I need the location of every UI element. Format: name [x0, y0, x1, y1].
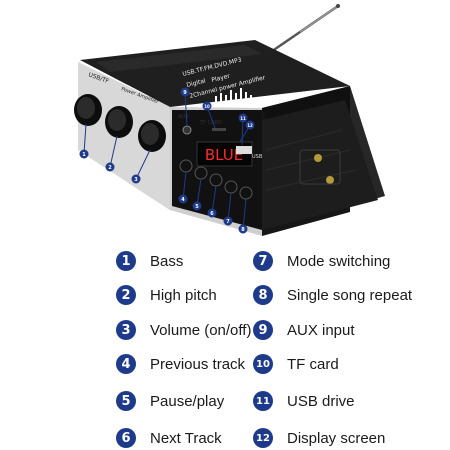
aux-label: AUX — [178, 114, 189, 120]
svg-text:7: 7 — [226, 219, 230, 225]
callout-4: 4 — [178, 194, 188, 204]
usb-port[interactable] — [236, 146, 252, 154]
legend-label: Bass — [150, 252, 184, 270]
svg-text:6: 6 — [210, 211, 214, 217]
callout-1: 1 — [79, 149, 89, 159]
callout-9: 9 — [180, 87, 190, 97]
callout-5: 5 — [192, 201, 202, 211]
tf-label: TF CARD — [199, 120, 222, 126]
callout-6: 6 — [207, 208, 217, 218]
legend-label: High pitch — [150, 286, 217, 304]
eq-pattern — [215, 88, 252, 106]
pause-play-button[interactable] — [194, 166, 208, 180]
legend-item-usb-drive: 11 USB drive — [253, 390, 355, 412]
number-badge: 6 — [116, 428, 136, 448]
callout-11: 11 — [238, 113, 248, 123]
amplifier-illustration: BLUE AUX TF CARD USB USB.TF.FM.DVD.MP3 D… — [74, 4, 385, 236]
callout-10: 10 — [202, 101, 212, 111]
legend-label: Single song repeat — [287, 286, 413, 304]
legend-item-high-pitch: 2 High pitch — [116, 284, 217, 306]
treble-knob[interactable] — [105, 106, 133, 138]
callout-7: 7 — [223, 216, 233, 226]
speaker-terminal — [314, 154, 322, 162]
legend-item-single-song-repeat: 8 Single song repeat — [253, 284, 412, 306]
legend-item-volume: 3 Volume (on/off) — [116, 319, 251, 341]
legend-item-aux-input: 9 AUX input — [253, 319, 355, 341]
legend-item-pause-play: 5 Pause/play — [116, 390, 224, 412]
top-panel-text-2: Digital — [186, 77, 207, 89]
legend-label: Volume (on/off) — [150, 321, 252, 339]
legend-label: USB drive — [287, 392, 355, 410]
number-badge: 3 — [116, 320, 136, 340]
svg-text:11: 11 — [240, 116, 246, 121]
legend-item-mode-switching: 7 Mode switching — [253, 250, 390, 272]
callout-12: 12 — [245, 120, 255, 130]
legend-label: Mode switching — [287, 252, 391, 270]
number-badge: 4 — [116, 354, 136, 374]
legend-item-previous-track: 4 Previous track — [116, 353, 245, 375]
svg-text:3: 3 — [134, 177, 138, 183]
legend-label: AUX input — [287, 321, 355, 339]
svg-text:10: 10 — [204, 104, 210, 109]
legend-label: Next Track — [150, 429, 222, 447]
legend-item-display-screen: 12 Display screen — [253, 427, 385, 449]
legend-label: Pause/play — [150, 392, 225, 410]
aux-jack[interactable] — [182, 125, 192, 135]
svg-text:9: 9 — [183, 90, 187, 96]
callout-2: 2 — [105, 162, 115, 172]
number-badge: 7 — [253, 251, 273, 271]
top-panel-text-3: Player — [211, 73, 231, 84]
previous-track-button[interactable] — [179, 159, 193, 173]
usb-label: USB — [252, 154, 263, 160]
next-track-button[interactable] — [209, 173, 223, 187]
number-badge: 12 — [253, 428, 273, 448]
speaker-terminal — [326, 176, 334, 184]
legend-item-next-track: 6 Next Track — [116, 427, 222, 449]
number-badge: 1 — [116, 251, 136, 271]
number-badge: 10 — [253, 354, 273, 374]
display-text: BLUE — [205, 146, 243, 164]
mode-button[interactable] — [224, 180, 238, 194]
number-badge: 9 — [253, 320, 273, 340]
bass-knob[interactable] — [74, 94, 102, 126]
number-badge: 8 — [253, 285, 273, 305]
number-badge: 2 — [116, 285, 136, 305]
svg-text:1: 1 — [82, 152, 86, 158]
svg-text:2: 2 — [108, 165, 112, 171]
number-badge: 5 — [116, 391, 136, 411]
number-badge: 11 — [253, 391, 273, 411]
svg-text:8: 8 — [241, 227, 245, 233]
legend-label: Display screen — [287, 429, 386, 447]
repeat-button[interactable] — [239, 186, 253, 200]
legend-item-tf-card: 10 TF card — [253, 353, 339, 375]
legend-label: Previous track — [150, 355, 246, 373]
tf-slot[interactable] — [212, 128, 226, 131]
svg-text:4: 4 — [181, 197, 185, 203]
volume-knob[interactable] — [138, 120, 166, 152]
svg-text:12: 12 — [247, 123, 253, 128]
legend-item-bass: 1 Bass — [116, 250, 183, 272]
legend-label: TF card — [287, 355, 339, 373]
callout-8: 8 — [238, 224, 248, 234]
callout-3: 3 — [131, 174, 141, 184]
svg-text:5: 5 — [195, 204, 199, 210]
